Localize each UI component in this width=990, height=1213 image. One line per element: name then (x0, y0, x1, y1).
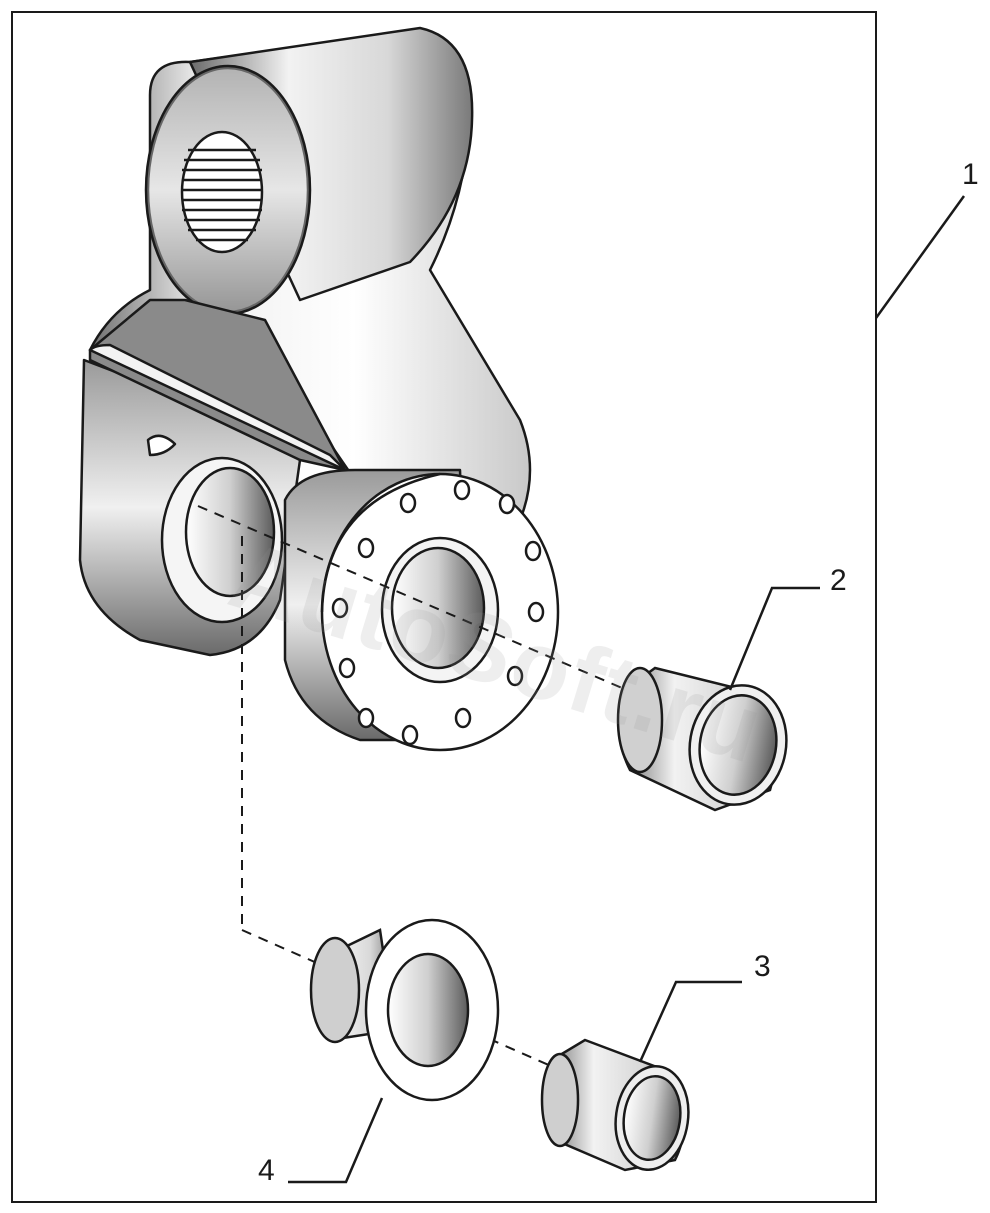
slack-adjuster-housing (78, 26, 560, 752)
bushing-small-part-3 (540, 1038, 690, 1172)
leader-lines (288, 586, 820, 1184)
frame-border (11, 11, 877, 1203)
assembly-axis-lines (197, 505, 651, 1071)
callout-1: 1 (962, 158, 979, 191)
callout-4: 4 (258, 1154, 275, 1187)
leader-line-4 (288, 1097, 384, 1184)
flanged-bushing-part-4 (309, 918, 500, 1102)
callout-3: 3 (754, 950, 771, 983)
leader-line-3 (638, 980, 742, 1063)
leader-line-2 (728, 586, 820, 691)
bushing-large-part-2 (616, 666, 788, 812)
bolt-holes (331, 479, 545, 746)
leader-line-1 (874, 195, 966, 319)
callout-2: 2 (830, 564, 847, 597)
